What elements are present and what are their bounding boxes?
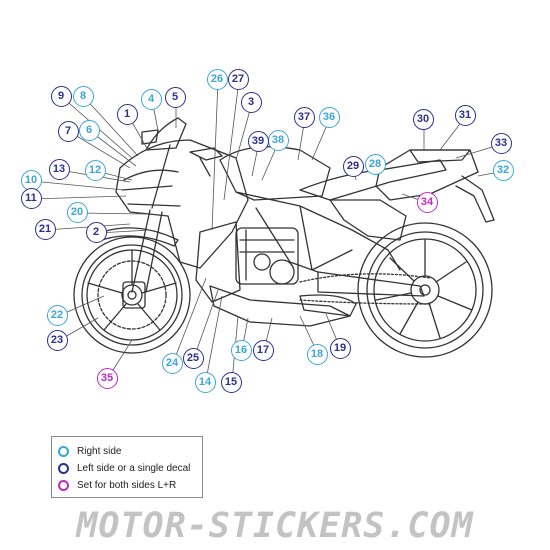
callout-7: 7 [57,120,79,142]
front-fairing [115,139,249,269]
callout-17: 17 [252,339,274,361]
callout-29: 29 [342,155,364,177]
callout-21: 21 [34,218,56,240]
callout-33: 33 [490,132,512,154]
callout-25: 25 [182,347,204,369]
lower-fairing [195,221,241,303]
callout-26: 26 [206,68,228,90]
callout-5: 5 [164,86,186,108]
front-wheel [73,236,191,354]
legend-label-left-side: Left side or a single decal [77,463,191,474]
callout-22: 22 [46,304,68,326]
callout-10: 10 [20,169,42,191]
frame [235,191,401,273]
callout-16: 16 [230,339,252,361]
rear-wheel [357,222,493,358]
callout-35: 35 [96,367,118,389]
callout-13: 13 [48,158,70,180]
legend-circle-icon-left [58,463,69,474]
callout-19: 19 [329,337,351,359]
callout-15: 15 [220,371,242,393]
callout-8: 8 [72,85,94,107]
callout-28: 28 [364,153,386,175]
legend-item-left-side: Left side or a single decal [58,460,202,477]
legend-item-right-side: Right side [58,443,202,460]
callout-38: 38 [267,129,289,151]
callout-32: 32 [492,159,514,181]
callout-36: 36 [318,106,340,128]
callout-34: 34 [416,191,438,213]
handlebar [189,147,223,177]
legend-label-right-side: Right side [77,446,122,457]
callout-39: 39 [247,130,269,152]
callout-23: 23 [46,329,68,351]
exhaust [299,294,357,317]
rear-hugger [455,175,495,223]
callout-30: 30 [412,108,434,130]
callout-2: 2 [85,221,107,243]
belly-pan [209,285,351,327]
callout-3: 3 [240,91,262,113]
callout-4: 4 [140,88,162,110]
callout-24: 24 [161,352,183,374]
legend-label-both-sides: Set for both sides L+R [77,480,177,491]
front-fork [131,144,171,293]
callout-1: 1 [116,103,138,125]
side-panel [329,199,407,241]
chain [299,273,431,305]
callout-14: 14 [194,371,216,393]
callout-9: 9 [50,85,72,107]
callout-31: 31 [454,104,476,126]
callout-12: 12 [84,159,106,181]
callout-11: 11 [20,187,42,209]
swingarm [317,271,425,297]
legend-circle-icon-right [58,446,69,457]
legend: Right side Left side or a single decal S… [51,436,203,498]
callout-37: 37 [293,106,315,128]
callout-27: 27 [227,68,249,90]
callout-18: 18 [306,343,328,365]
motorcycle-drawing [73,117,495,358]
windscreen [145,117,187,151]
watermark: MOTOR-STICKERS.COM [76,506,474,546]
legend-item-both-sides: Set for both sides L+R [58,477,202,494]
legend-circle-icon-both [58,480,69,491]
callout-6: 6 [78,119,100,141]
callout-20: 20 [66,201,88,223]
engine [235,227,299,285]
front-fender [91,227,179,247]
mirror [141,129,159,145]
